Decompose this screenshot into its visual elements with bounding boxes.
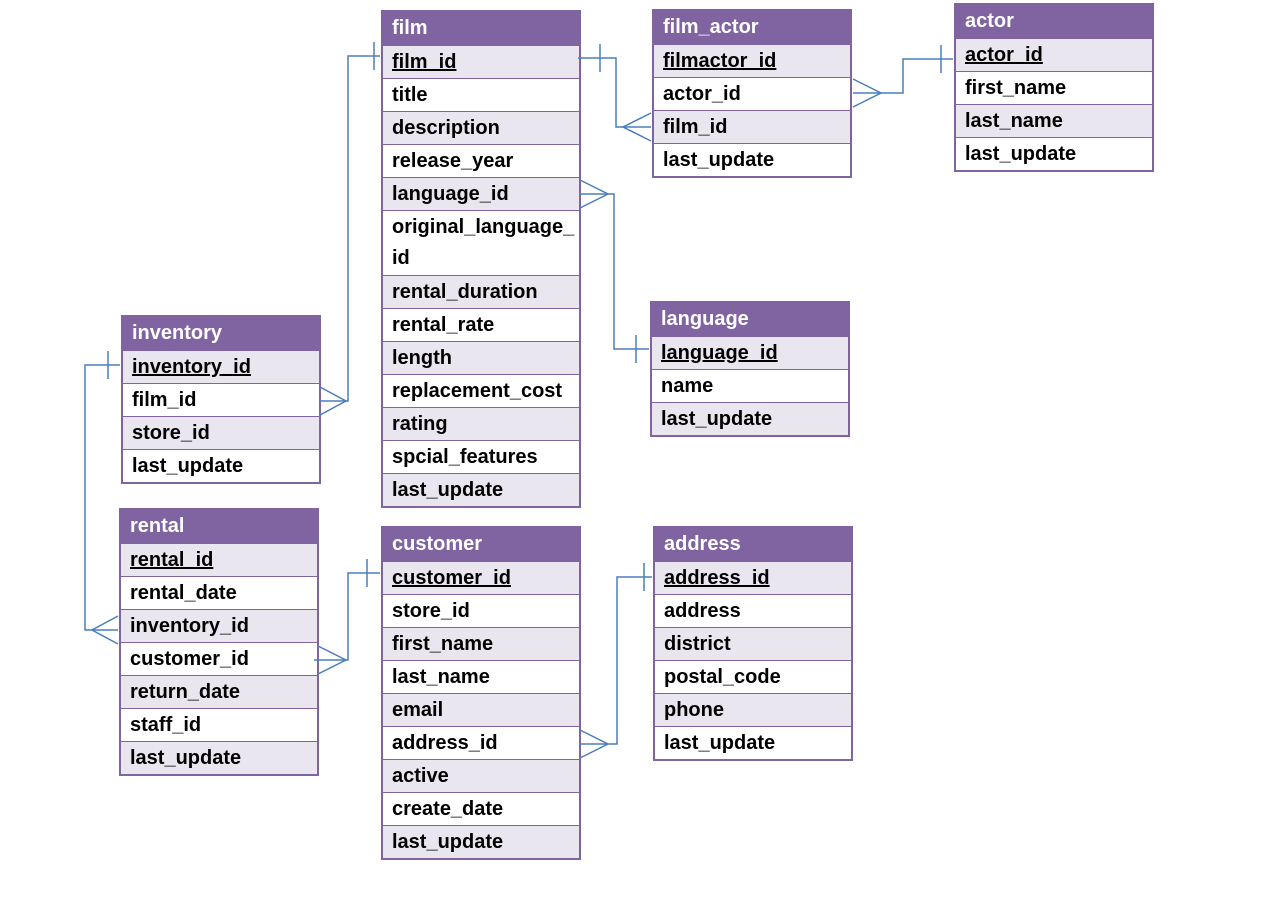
field-last-name: last_name — [383, 660, 579, 693]
rel-customer-rental — [314, 559, 380, 675]
field-staff-id: staff_id — [121, 708, 317, 741]
field-address-id: address_id — [383, 726, 579, 759]
field-rating: rating — [383, 407, 579, 440]
field-create-date: create_date — [383, 792, 579, 825]
entity-film-actor-header: film_actor — [654, 11, 850, 44]
field-phone: phone — [655, 693, 851, 726]
entity-language-header: language — [652, 303, 848, 336]
entity-film-header: film — [383, 12, 579, 45]
field-postal-code: postal_code — [655, 660, 851, 693]
field-address-id: address_id — [655, 561, 851, 594]
rel-language-film — [579, 179, 649, 363]
entity-customer: customer customer_id store_id first_name… — [381, 526, 581, 860]
field-length: length — [383, 341, 579, 374]
field-special-features: spcial_features — [383, 440, 579, 473]
field-store-id: store_id — [123, 416, 319, 449]
field-film-id: film_id — [383, 45, 579, 78]
field-address: address — [655, 594, 851, 627]
field-last-update: last_update — [123, 449, 319, 482]
entity-actor: actor actor_id first_name last_name last… — [954, 3, 1154, 172]
field-customer-id: customer_id — [121, 642, 317, 675]
field-last-update: last_update — [655, 726, 851, 759]
entity-film-actor: film_actor filmactor_id actor_id film_id… — [652, 9, 852, 178]
field-first-name: first_name — [956, 71, 1152, 104]
field-filmactor-id: filmactor_id — [654, 44, 850, 77]
entity-rental: rental rental_id rental_date inventory_i… — [119, 508, 319, 776]
field-title: title — [383, 78, 579, 111]
field-rental-id: rental_id — [121, 543, 317, 576]
field-actor-id: actor_id — [654, 77, 850, 110]
entity-inventory-header: inventory — [123, 317, 319, 350]
rel-address-customer — [579, 563, 652, 759]
field-active: active — [383, 759, 579, 792]
entity-inventory: inventory inventory_id film_id store_id … — [121, 315, 321, 484]
field-language-id: language_id — [652, 336, 848, 369]
rel-film-inventory — [319, 42, 380, 416]
field-customer-id: customer_id — [383, 561, 579, 594]
field-district: district — [655, 627, 851, 660]
entity-address: address address_id address district post… — [653, 526, 853, 761]
field-store-id: store_id — [383, 594, 579, 627]
field-release-year: release_year — [383, 144, 579, 177]
field-description: description — [383, 111, 579, 144]
entity-actor-header: actor — [956, 5, 1152, 38]
entity-language: language language_id name last_update — [650, 301, 850, 437]
field-name: name — [652, 369, 848, 402]
field-last-update: last_update — [121, 741, 317, 774]
field-film-id: film_id — [654, 110, 850, 143]
field-replacement-cost: replacement_cost — [383, 374, 579, 407]
field-return-date: return_date — [121, 675, 317, 708]
field-actor-id: actor_id — [956, 38, 1152, 71]
field-last-update: last_update — [652, 402, 848, 435]
entity-rental-header: rental — [121, 510, 317, 543]
rel-film-film-actor — [578, 44, 652, 142]
field-original-language-id: original_language_id — [383, 210, 579, 275]
field-rental-duration: rental_duration — [383, 275, 579, 308]
field-last-update: last_update — [383, 825, 579, 858]
field-last-update: last_update — [383, 473, 579, 506]
entity-film: film film_id title description release_y… — [381, 10, 581, 508]
field-last-name: last_name — [956, 104, 1152, 137]
rel-inventory-rental — [84, 351, 120, 645]
entity-customer-header: customer — [383, 528, 579, 561]
field-rental-rate: rental_rate — [383, 308, 579, 341]
field-last-update: last_update — [654, 143, 850, 176]
field-film-id: film_id — [123, 383, 319, 416]
entity-address-header: address — [655, 528, 851, 561]
rel-actor-film-actor — [852, 45, 953, 108]
field-rental-date: rental_date — [121, 576, 317, 609]
field-language-id: language_id — [383, 177, 579, 210]
field-last-update: last_update — [956, 137, 1152, 170]
field-inventory-id: inventory_id — [123, 350, 319, 383]
field-email: email — [383, 693, 579, 726]
field-first-name: first_name — [383, 627, 579, 660]
field-inventory-id: inventory_id — [121, 609, 317, 642]
